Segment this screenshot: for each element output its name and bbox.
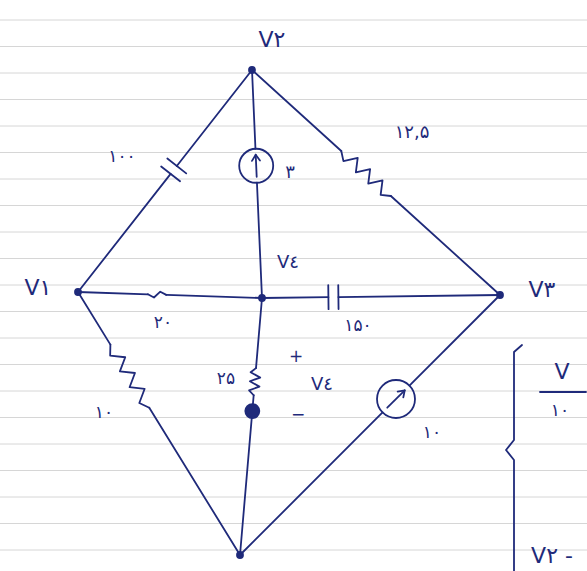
wire: [166, 295, 262, 298]
node-voltage: V۲: [259, 29, 286, 51]
paper-rule: [0, 338, 587, 339]
wire: [391, 196, 500, 295]
node-voltage: V۱: [25, 277, 52, 299]
wire: [78, 292, 148, 294]
current-source-symbol: [377, 380, 415, 418]
resistor-symbol: [148, 292, 166, 298]
paper-rule: [0, 205, 587, 206]
wire: [177, 70, 252, 166]
resistor-symbol: [110, 345, 149, 408]
paper-rule: [0, 550, 587, 551]
component-value: ۳: [285, 163, 295, 181]
component-value: ۲۰: [154, 314, 172, 331]
paper-rule: [0, 73, 587, 74]
wire: [149, 408, 240, 555]
component-value: ۲۵: [217, 370, 235, 387]
paper-rule: [0, 126, 587, 127]
equation-text: ۱۰: [551, 402, 569, 419]
component-value: ۱۰: [423, 424, 441, 441]
equation-text: V: [554, 361, 569, 383]
polarity-sign: −: [291, 406, 305, 423]
component-value: ۱۰: [95, 404, 113, 421]
junction-dot: [237, 552, 243, 558]
resistor-symbol: [249, 368, 260, 395]
wire: [257, 183, 262, 298]
wire: [78, 292, 110, 345]
current-arrow: [252, 155, 260, 161]
paper-rule: [0, 232, 587, 233]
current-arrow: [398, 390, 405, 397]
wire: [252, 70, 341, 151]
wire: [262, 296, 328, 299]
node-voltage: V۳: [529, 279, 556, 301]
junction-dot: [497, 292, 503, 298]
fraction-bar: [540, 391, 586, 393]
wire: [338, 295, 500, 297]
paper-rule: [0, 311, 587, 312]
equation-text: V۲ -: [531, 545, 573, 567]
capacitor-symbol: [167, 159, 186, 174]
junction-dot: [249, 67, 255, 73]
paper-rule: [0, 152, 587, 153]
paper-rule: [0, 99, 587, 100]
component-value: ۱۰۰: [108, 148, 135, 165]
paper-rule: [0, 523, 587, 524]
paper-rule: [0, 391, 587, 392]
component-value: ۱۵۰: [344, 317, 371, 334]
node-voltage: V٤: [277, 253, 299, 271]
paper-rule: [0, 46, 587, 47]
capacitor-symbol: [337, 285, 339, 309]
resistor-symbol: [341, 151, 391, 196]
component-value: ۱۲,۵: [395, 123, 430, 141]
wire: [252, 70, 255, 149]
paper-rule: [0, 497, 587, 498]
paper-rule: [0, 444, 587, 445]
wire: [409, 295, 500, 386]
polarity-sign: +: [289, 348, 303, 365]
controlling-voltage: V٤: [311, 375, 333, 393]
capacitor-symbol: [327, 285, 329, 309]
capacitor-symbol: [161, 166, 180, 181]
wire: [78, 174, 171, 292]
wire: [256, 298, 262, 368]
junction-dot: [259, 295, 265, 301]
dependent-source-symbol: [245, 404, 259, 418]
current-source-symbol: [239, 149, 273, 183]
wire: [240, 412, 383, 555]
paper-rule: [0, 470, 587, 471]
paper-rule: [0, 285, 587, 286]
wire: [240, 411, 252, 555]
current-arrow: [387, 390, 404, 407]
paper-rule: [0, 20, 587, 21]
junction-dot: [75, 289, 81, 295]
brace: [506, 345, 522, 571]
